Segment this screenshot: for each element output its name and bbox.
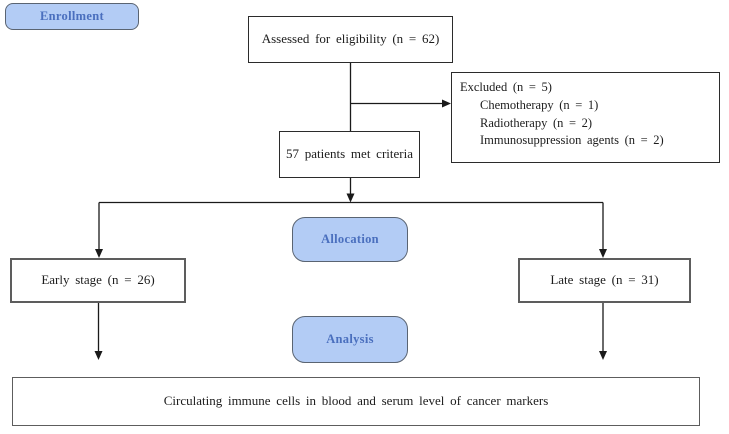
node-assessed-for-eligibility: Assessed for eligibility (n = 62): [248, 16, 453, 63]
excluded-reason-item: Chemotherapy (n = 1): [480, 97, 599, 112]
excluded-reason-item: Radiotherapy (n = 2): [480, 115, 593, 130]
node-excluded: Excluded (n = 5) Chemotherapy (n = 1) Ra…: [451, 72, 720, 163]
node-met-criteria: 57 patients met criteria: [279, 131, 420, 178]
phase-badge-analysis-label: Analysis: [326, 332, 374, 346]
node-assessed-label: Assessed for eligibility (n = 62): [261, 31, 440, 47]
phase-badge-analysis: Analysis: [292, 316, 408, 363]
excluded-reasons-list: Chemotherapy (n = 1) Radiotherapy (n = 2…: [460, 97, 664, 150]
node-excluded-title: Excluded (n = 5): [460, 80, 552, 94]
excluded-reason-item: Immunosuppression agents (n = 2): [480, 133, 664, 148]
arrowhead-late-outcome: [599, 351, 607, 360]
arrowhead-late: [599, 249, 607, 258]
node-outcome-measures: Circulating immune cells in blood and se…: [12, 377, 700, 426]
arrowhead-split: [346, 193, 355, 203]
arrowhead-early: [95, 249, 103, 258]
phase-badge-enrollment-label: Enrollment: [40, 9, 104, 23]
phase-badge-allocation: Allocation: [292, 217, 408, 262]
node-early-stage-label: Early stage (n = 26): [41, 272, 155, 288]
node-met-criteria-label: 57 patients met criteria: [286, 146, 413, 162]
node-late-stage-label: Late stage (n = 31): [550, 272, 659, 288]
node-excluded-content: Excluded (n = 5) Chemotherapy (n = 1) Ra…: [460, 79, 664, 150]
arrowhead-excluded: [442, 99, 451, 108]
arrowhead-early-outcome: [94, 351, 103, 360]
node-late-stage: Late stage (n = 31): [518, 258, 691, 303]
node-outcome-label: Circulating immune cells in blood and se…: [163, 393, 549, 409]
phase-badge-allocation-label: Allocation: [321, 232, 379, 246]
phase-badge-enrollment: Enrollment: [5, 3, 139, 30]
node-early-stage: Early stage (n = 26): [10, 258, 186, 303]
